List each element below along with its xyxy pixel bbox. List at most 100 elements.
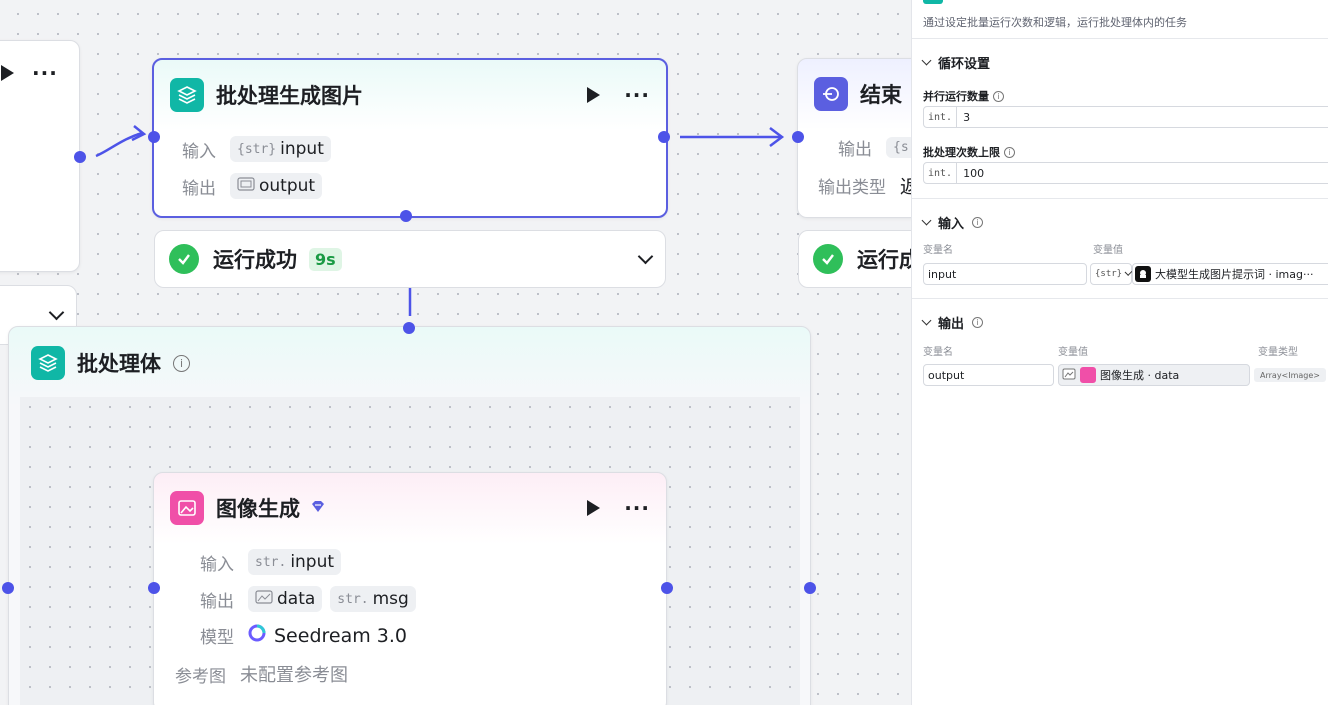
output-var-type-badge: Array<Image> [1254, 368, 1327, 382]
more-icon[interactable]: ··· [624, 496, 650, 520]
image-gen-icon [1080, 367, 1096, 383]
batch-output-row: 输出 output [170, 173, 323, 199]
max-input[interactable]: int. 100 [923, 162, 1328, 184]
end-input-port[interactable] [792, 131, 804, 143]
batch-body-right-port[interactable] [804, 582, 816, 594]
parallel-value[interactable]: 3 [963, 110, 971, 124]
info-icon[interactable]: i [1004, 146, 1015, 158]
output-msg-name: msg [372, 589, 409, 609]
max-label: 批处理次数上限 i [923, 144, 1015, 160]
end-icon [814, 77, 848, 111]
end-output-chip: {s [886, 137, 912, 158]
check-circle-icon [169, 244, 199, 274]
batch-body-title: 批处理体 [77, 352, 161, 376]
output-var-ref: 图像生成 · data [1100, 369, 1180, 382]
model-label: 模型 [200, 628, 234, 648]
output-chip: output [230, 173, 323, 199]
output-var-name-field[interactable]: output [923, 364, 1054, 386]
loop-section-header[interactable]: 循环设置 [921, 53, 991, 72]
image-icon [255, 589, 273, 609]
chevron-down-icon[interactable] [921, 215, 932, 226]
input-section-title: 输入 [938, 217, 965, 232]
chevron-down-icon[interactable] [48, 304, 65, 320]
output-section-title: 输出 [938, 317, 965, 332]
input-name: input [280, 139, 324, 159]
info-icon[interactable]: i [972, 317, 984, 328]
input-var-name-field[interactable]: input [923, 263, 1087, 285]
layers-icon [31, 346, 65, 380]
batch-output-port[interactable] [658, 131, 670, 143]
var-name-col: 变量名 [923, 245, 953, 256]
batch-body-left-port[interactable] [2, 582, 14, 594]
batch-node[interactable]: 批处理生成图片 ··· 输入 {str}input 输出 output [152, 58, 668, 218]
status-text: 运行成功 [213, 248, 297, 272]
str-type-icon: {s [893, 140, 909, 155]
end-status-bar[interactable]: 运行成 [798, 230, 912, 288]
image-input-port[interactable] [148, 582, 160, 594]
end-output-row: 输出 {s [812, 135, 912, 160]
batch-node-title: 批处理生成图片 [216, 84, 363, 108]
diamond-icon [310, 499, 326, 518]
panel-description: 通过设定批量运行次数和逻辑，运行批处理体内的任务 [923, 16, 1187, 29]
info-icon[interactable]: i [972, 217, 984, 228]
image-gen-icon [170, 491, 204, 525]
var-name-col: 变量名 [923, 347, 953, 358]
image-icon [1062, 368, 1076, 383]
output-var-ref-select[interactable]: 图像生成 · data [1058, 364, 1250, 386]
chevron-down-icon[interactable] [921, 315, 932, 326]
max-value[interactable]: 100 [963, 166, 985, 180]
batch-bottom-port[interactable] [400, 210, 412, 222]
play-icon[interactable] [1, 65, 14, 81]
image-array-icon [237, 176, 255, 196]
parallel-label: 并行运行数量 i [923, 88, 1004, 104]
input-section: 输入 i 变量名 变量值 input {str} 大模型生成图片提示词 · im… [912, 198, 1328, 298]
check-circle-icon [813, 244, 843, 274]
image-model-row: 模型 Seedream 3.0 [170, 623, 407, 648]
int-type-icon: int. [924, 107, 958, 127]
input-var-ref: 大模型生成图片提示词 · imag··· [1155, 268, 1314, 281]
info-icon[interactable]: i [173, 354, 190, 372]
image-gen-node[interactable]: 图像生成 ··· 输入 str.input 输出 data str.msg 模型… [153, 472, 667, 705]
int-type-icon: int. [924, 163, 958, 183]
info-icon[interactable]: i [993, 90, 1004, 102]
batch-status-bar[interactable]: 运行成功 9s [154, 230, 666, 288]
end-node-title: 结束 [860, 83, 902, 107]
str-type-icon: {str} [237, 141, 277, 157]
chevron-down-icon[interactable] [637, 248, 654, 264]
batch-input-port[interactable] [148, 131, 160, 143]
edge-left-to-batch [95, 131, 143, 158]
left-node[interactable]: ··· [0, 40, 80, 272]
input-var-type-select[interactable]: {str} [1090, 263, 1133, 285]
output-label: 输出 [200, 591, 234, 612]
batch-body-top-port[interactable] [403, 322, 415, 334]
seedream-logo-icon [248, 624, 266, 647]
workflow-canvas[interactable]: ··· 批处理生成图片 ··· 输入 {str}input 输出 output [0, 0, 912, 705]
image-output-port[interactable] [661, 582, 673, 594]
str-type-icon: str. [255, 554, 287, 570]
more-icon[interactable]: ··· [624, 83, 650, 107]
var-value-col: 变量值 [1093, 245, 1123, 256]
output-section: 输出 i 变量名 变量值 变量类型 output 图像生成 · data Arr… [912, 298, 1328, 408]
output-type-value: 返 [900, 176, 912, 198]
chevron-down-icon[interactable] [921, 55, 932, 66]
end-output-type-row: 输出类型 返 [812, 172, 912, 199]
left-node-output-port[interactable] [74, 151, 86, 163]
end-node[interactable]: 结束 输出 {s 输出类型 返 [797, 58, 912, 218]
edge-arrow-1 [131, 125, 147, 142]
var-value-col: 变量值 [1058, 347, 1088, 358]
play-icon[interactable] [587, 500, 601, 516]
loop-section-title: 循环设置 [938, 57, 991, 72]
loop-settings-section: 循环设置 并行运行数量 i int. 3 批处理次数上限 i int. 100 [912, 38, 1328, 198]
play-icon[interactable] [587, 87, 601, 103]
ref-value: 未配置参考图 [240, 665, 348, 686]
output-label: 输出 [182, 178, 216, 199]
time-badge: 9s [309, 247, 342, 271]
parallel-input[interactable]: int. 3 [923, 106, 1328, 128]
more-icon[interactable]: ··· [32, 61, 58, 85]
output-section-header[interactable]: 输出 i [921, 313, 984, 332]
output-label: 输出 [838, 140, 872, 160]
batch-input-row: 输入 {str}input [170, 136, 331, 162]
llm-icon [1135, 266, 1151, 282]
input-var-ref-select[interactable]: 大模型生成图片提示词 · imag··· [1132, 263, 1328, 285]
input-section-header[interactable]: 输入 i [921, 213, 984, 232]
